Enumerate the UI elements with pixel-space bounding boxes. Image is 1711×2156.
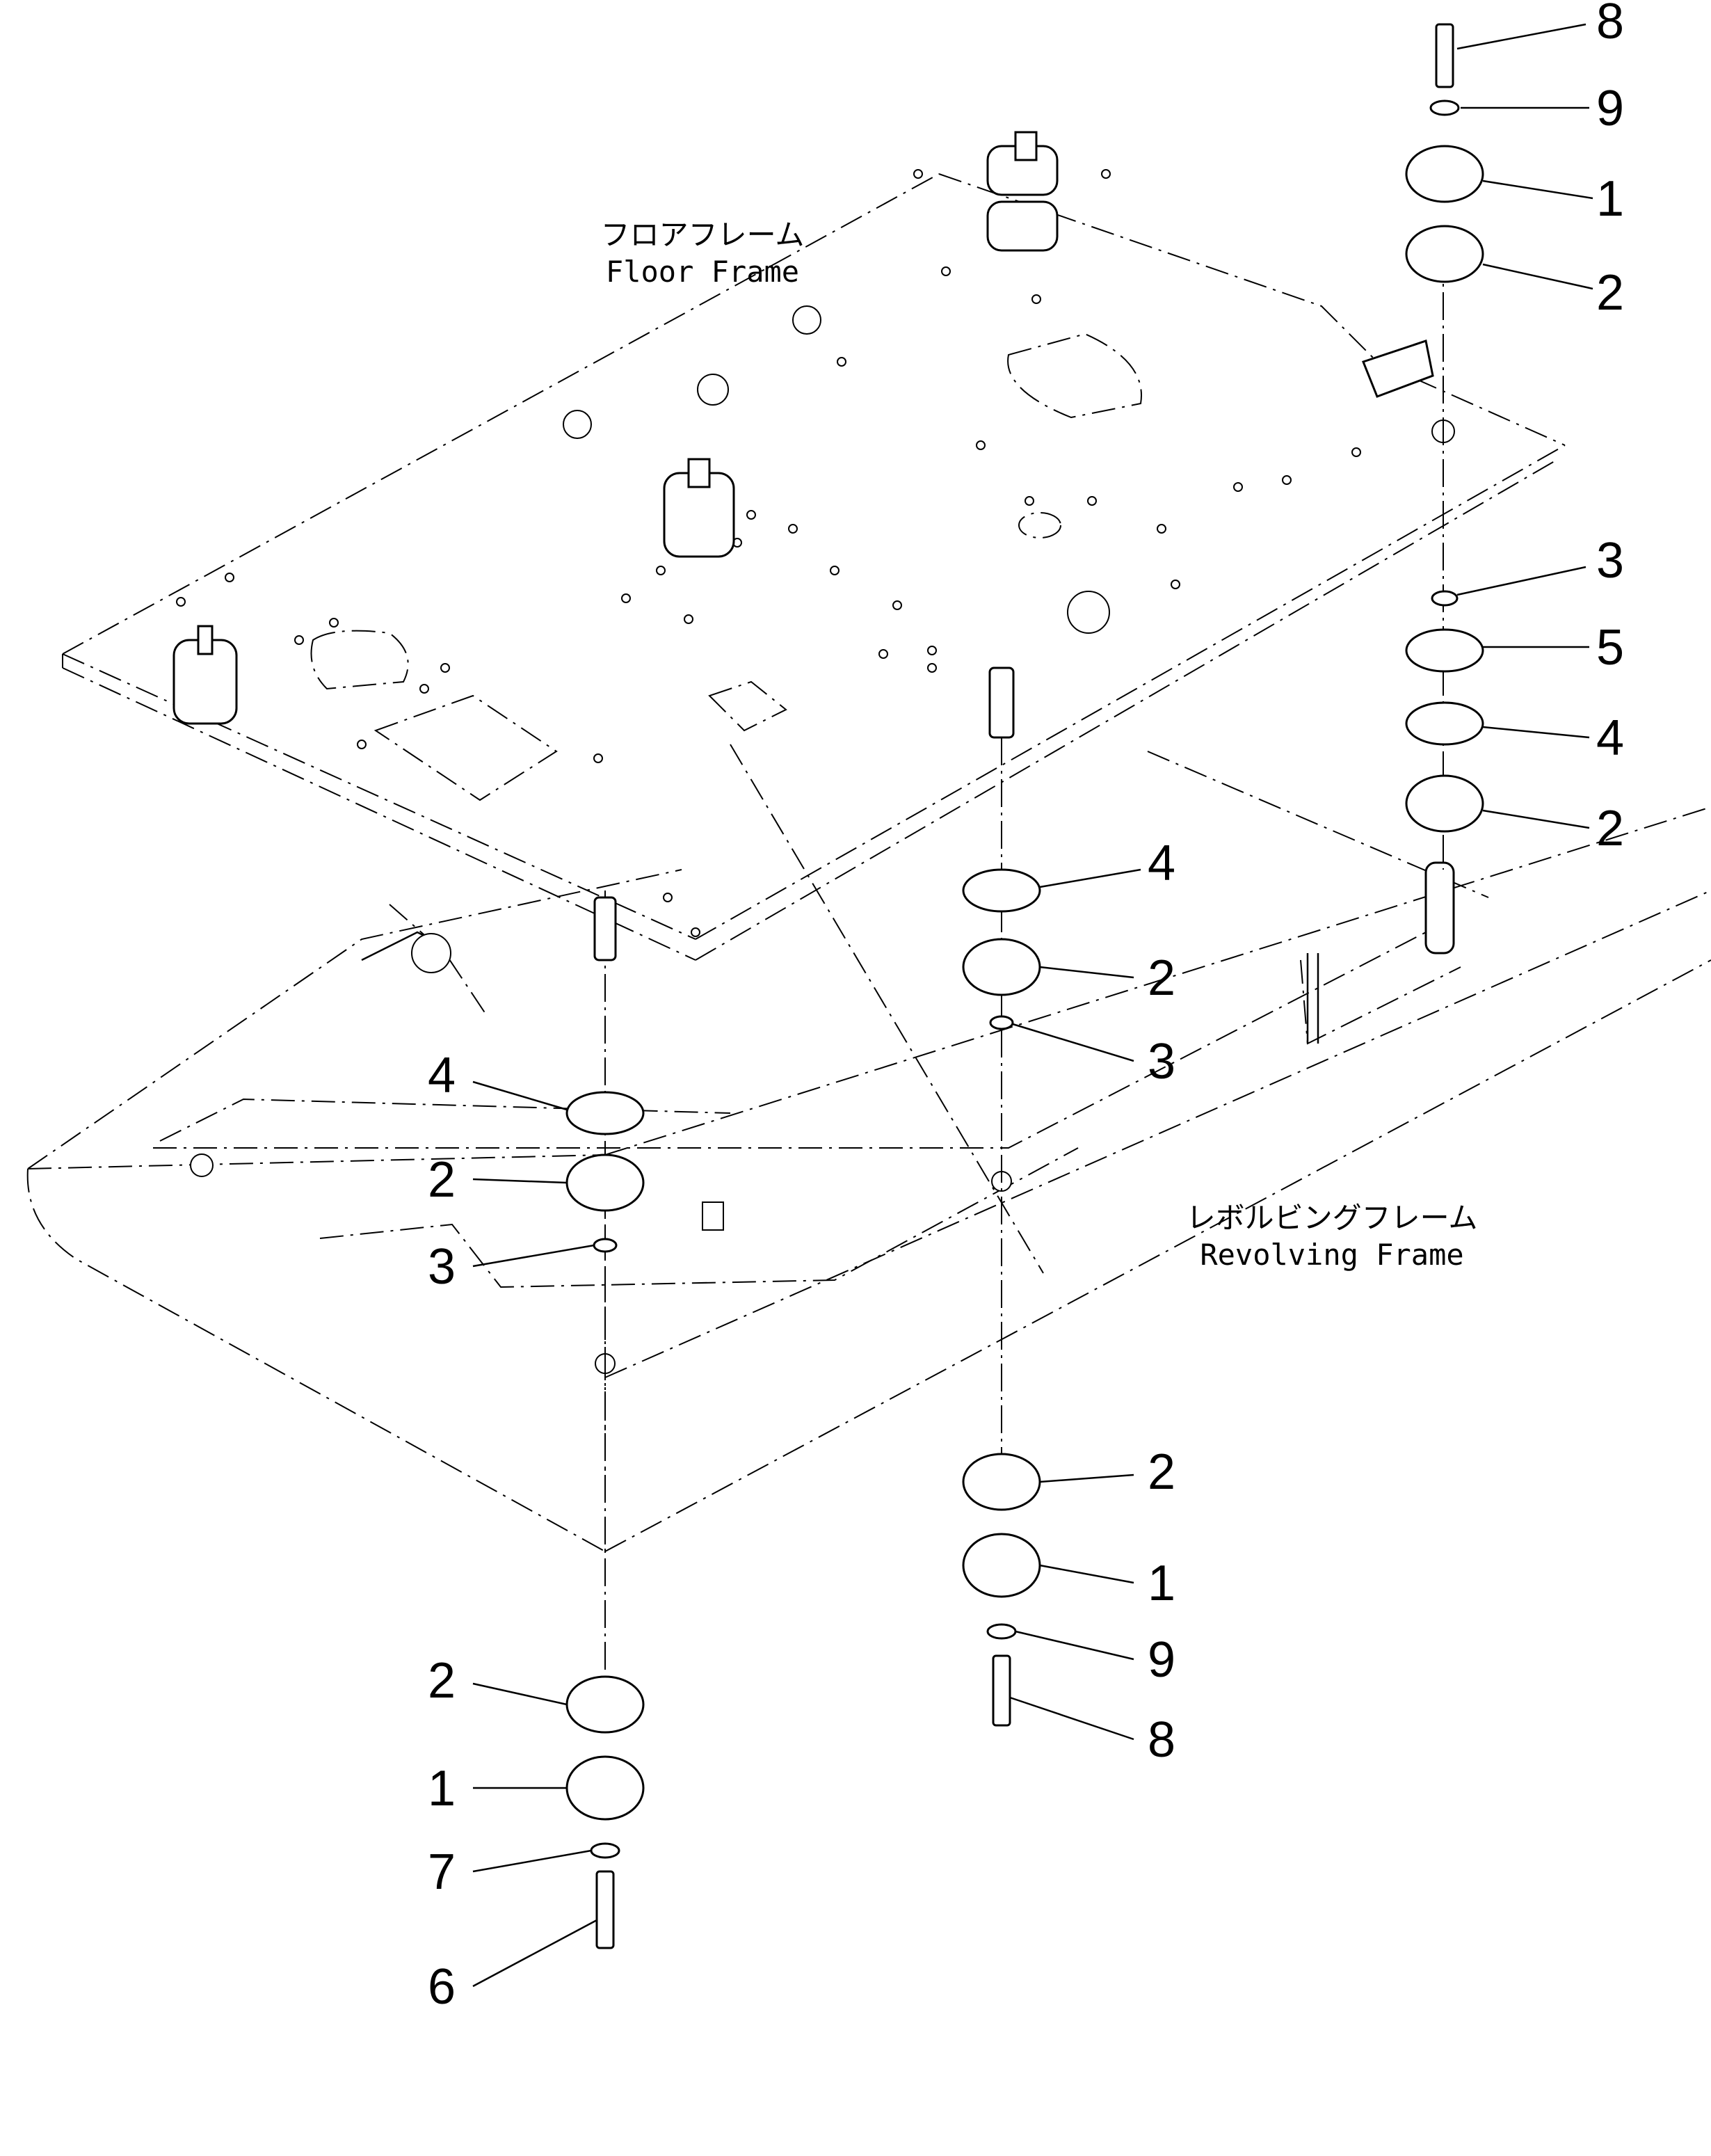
floor-frame-en: Floor Frame [606, 255, 799, 289]
left-stack [565, 896, 645, 1949]
ring-3-left [593, 1238, 618, 1253]
mount-2-left-bottom [565, 1675, 645, 1734]
floor-mount-left [172, 625, 238, 725]
washer-7-left [590, 1842, 620, 1859]
stud-center [988, 666, 1015, 739]
mount-2-center-bottom [962, 1453, 1041, 1511]
mount-1-left [565, 1755, 645, 1821]
callout: 1 [1148, 1556, 1175, 1611]
callout: 1 [428, 1761, 456, 1816]
callout: 2 [428, 1152, 456, 1208]
floor-mount-middle [663, 458, 735, 558]
stud-left [593, 896, 617, 961]
floor-mount-rear [986, 131, 1059, 252]
mount-2-left-top [565, 1153, 645, 1212]
floor-frame-label: フロアフレーム Floor Frame [601, 218, 805, 289]
mount-1-center [962, 1533, 1041, 1598]
leader-lines [472, 23, 1593, 1988]
callout: 1 [1596, 171, 1624, 227]
callout: 4 [1148, 836, 1175, 891]
mount-2-right-top [1405, 225, 1484, 283]
callout: 3 [1596, 533, 1624, 589]
washer-9-right [1429, 99, 1460, 116]
callout: 9 [1596, 81, 1624, 136]
washer-4-left [565, 1091, 645, 1135]
washer-4-right [1405, 701, 1484, 746]
washer-9-center [986, 1623, 1017, 1640]
revolving-frame-jp: レボルビングフレーム [1187, 1201, 1478, 1235]
floor-bracket [1362, 340, 1434, 398]
revolving-frame [26, 744, 1711, 1565]
callout: 9 [1148, 1632, 1175, 1688]
callouts: 8 9 1 2 3 5 4 2 4 2 3 4 2 3 2 1 9 8 2 1 … [428, 0, 1624, 2015]
floor-bolt-holes [176, 169, 1361, 937]
callout: 2 [1596, 801, 1624, 856]
callout: 4 [1596, 710, 1624, 766]
callout: 4 [428, 1048, 456, 1103]
callout: 8 [1148, 1712, 1175, 1768]
callout: 2 [1596, 265, 1624, 321]
callout: 2 [1148, 950, 1175, 1006]
revolving-frame-en: Revolving Frame [1200, 1238, 1463, 1272]
bolt-8-right [1435, 23, 1454, 88]
bolt-6-left [595, 1870, 615, 1949]
callout: 8 [1596, 0, 1624, 49]
callout: 2 [1148, 1444, 1175, 1500]
revolving-frame-label: レボルビングフレーム Revolving Frame [1187, 1201, 1478, 1272]
callout: 3 [1148, 1034, 1175, 1089]
callout: 3 [428, 1239, 456, 1295]
mount-2-center-top [962, 938, 1041, 996]
callout: 7 [428, 1844, 456, 1900]
ring-3-center [989, 1015, 1014, 1030]
callout: 6 [428, 1959, 456, 2015]
washer-4-center [962, 868, 1041, 913]
bolt-8-center [992, 1654, 1011, 1727]
callout: 5 [1596, 620, 1624, 676]
ring-3-right [1431, 590, 1459, 607]
right-stack [1405, 23, 1484, 833]
mount-2-right-bottom [1405, 774, 1484, 833]
center-stack [962, 666, 1041, 1727]
floor-frame-jp: フロアフレーム [601, 218, 805, 252]
floor-frame [62, 169, 1566, 961]
washer-5-right [1405, 628, 1484, 673]
callout: 2 [428, 1653, 456, 1709]
mount-1-right [1405, 145, 1484, 203]
